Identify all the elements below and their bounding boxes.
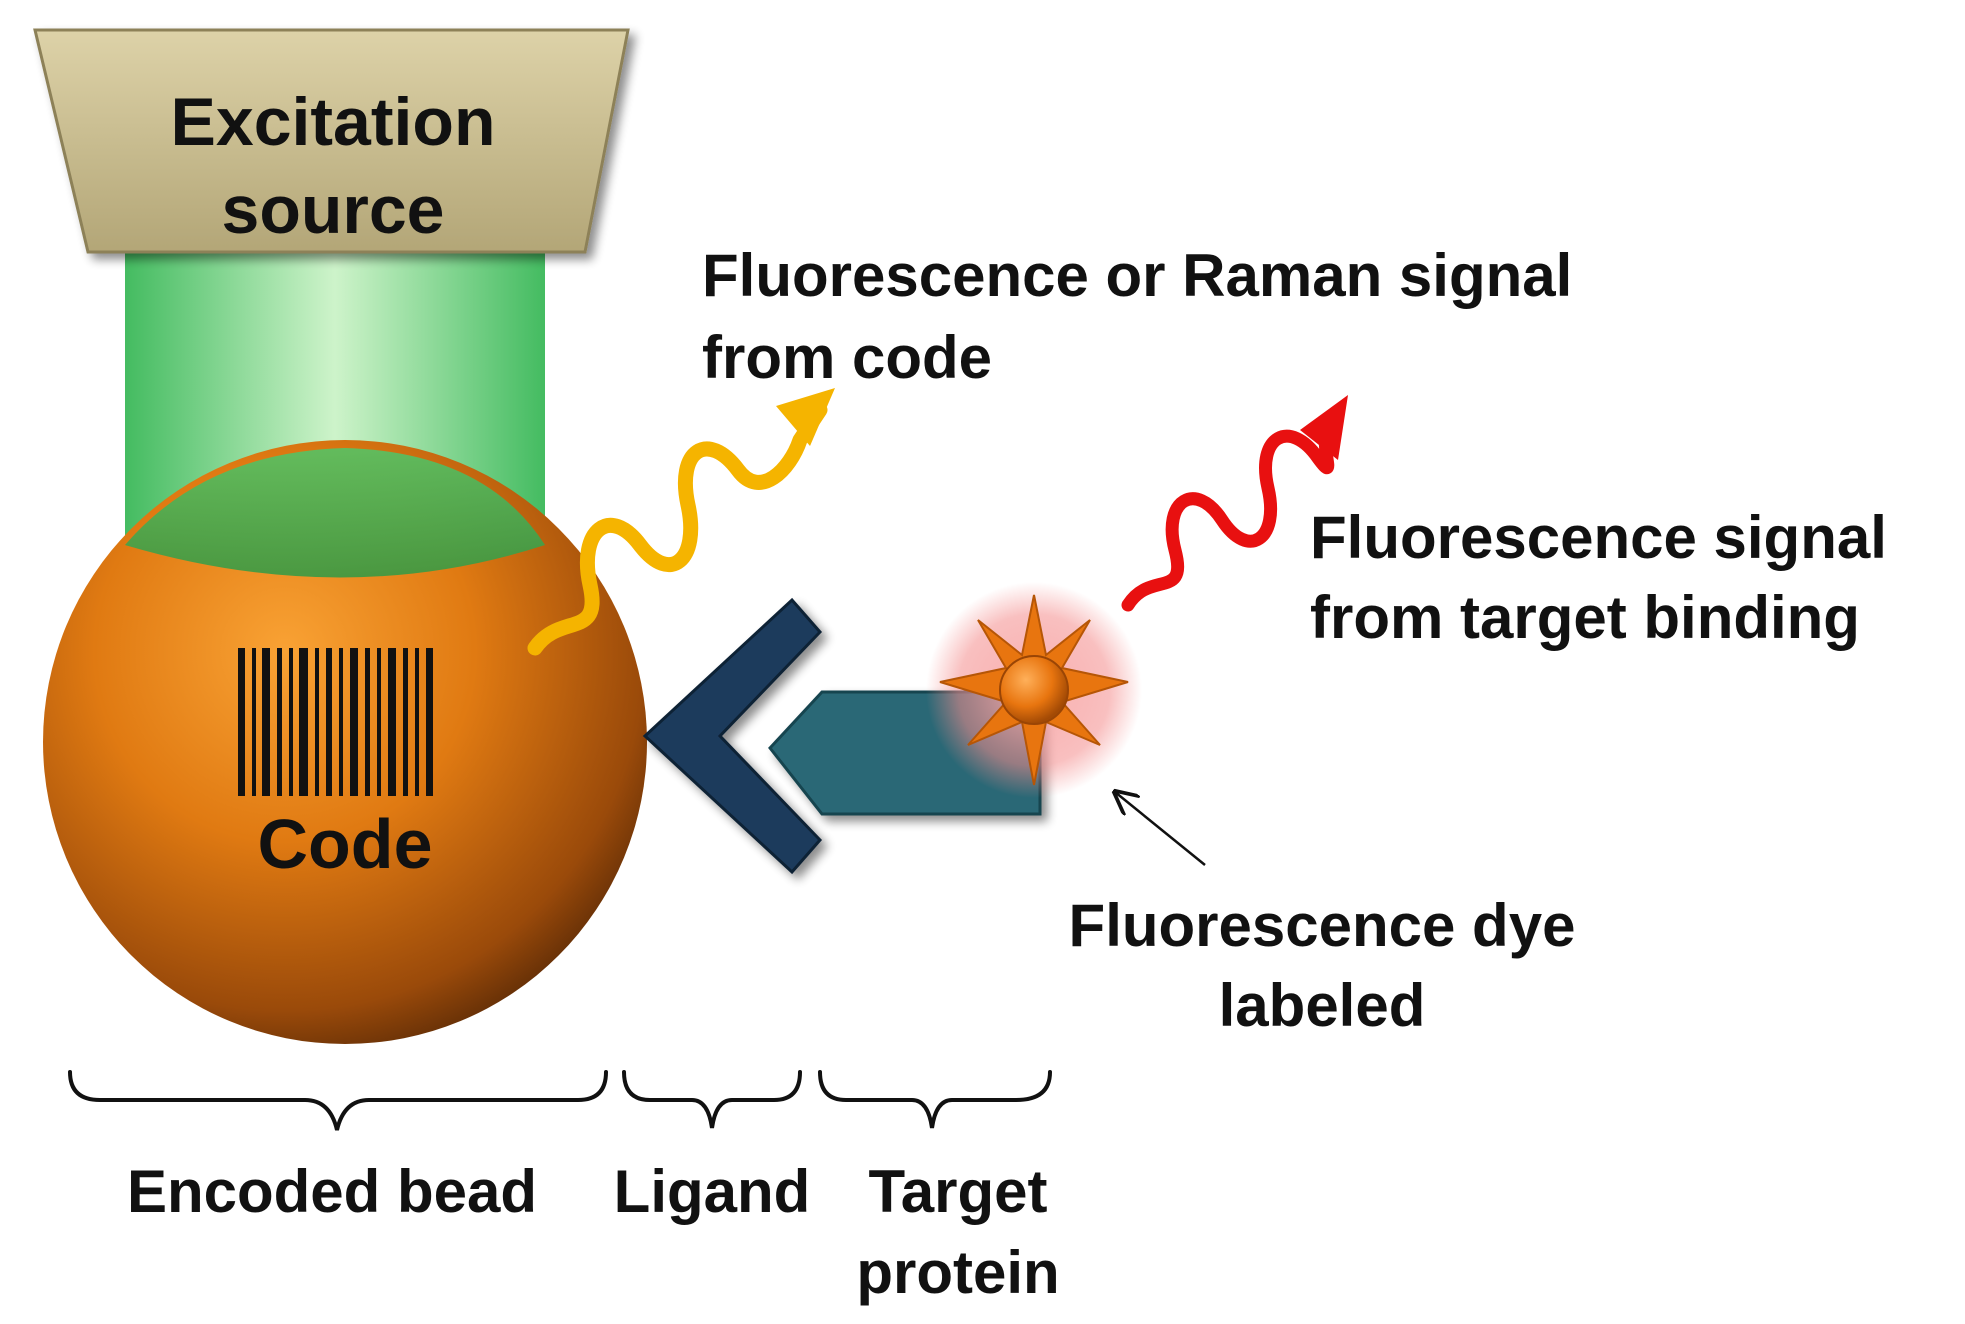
code-signal-label-line1: Fluorescence or Raman signal [702,242,1572,309]
ligand-label: Ligand [614,1158,811,1225]
dye-label-line2: labeled [1219,972,1426,1039]
braces [68,1070,1052,1131]
encoded-bead-sphere [43,440,647,1044]
target-protein-label-line2: protein [856,1239,1059,1306]
target-signal-label-line1: Fluorescence signal [1310,504,1887,571]
barcode-icon [238,648,433,796]
target-protein-brace [818,1070,1052,1129]
code-signal-arrow [527,388,835,656]
excitation-label-line1: Excitation [171,84,496,160]
ligand-chevron-icon [642,597,823,875]
encoded-bead-brace [68,1070,608,1131]
target-protein-label-line1: Target [869,1158,1048,1225]
code-label: Code [258,805,433,883]
bead-illuminated-cap [125,448,545,578]
dye-label-line1: Fluorescence dye [1069,892,1576,959]
excitation-label-line2: source [222,172,445,248]
dye-pointer-arrow [1115,792,1206,866]
ligand-brace [622,1070,802,1129]
encoded-bead-label: Encoded bead [127,1158,537,1225]
target-signal-label-line2: from target binding [1310,584,1860,651]
excitation-source [33,28,630,254]
fluorescence-dye-starburst-icon [926,582,1142,798]
target-signal-arrow [1121,395,1348,612]
code-signal-label-line2: from code [702,324,992,391]
